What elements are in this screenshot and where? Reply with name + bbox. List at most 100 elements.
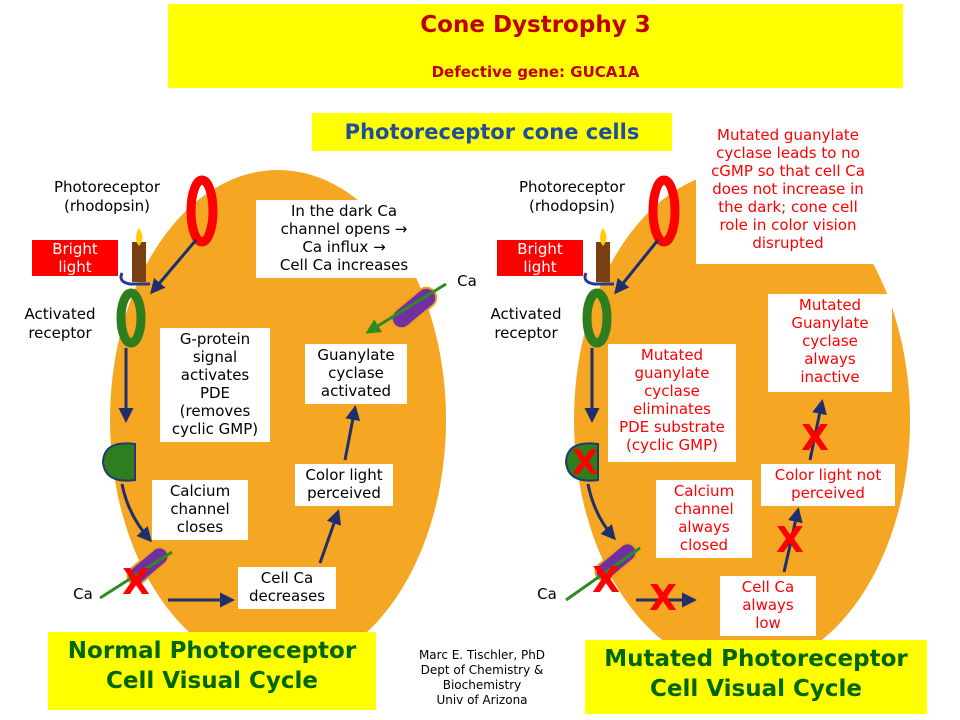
mutated-bright-light-label: Bright light bbox=[497, 240, 583, 276]
mutated-note-line: Mutated guanylate bbox=[717, 126, 859, 144]
cell-ca-decreases-line: decreases bbox=[248, 587, 326, 605]
cell-ca-low-line: always bbox=[742, 596, 794, 614]
rhodopsin-receptor-shape bbox=[186, 175, 218, 247]
g-protein-line: PDE bbox=[199, 384, 231, 402]
g-protein-line: cyclic GMP) bbox=[171, 420, 259, 438]
credit-line: Univ of Arizona bbox=[436, 693, 528, 707]
credit-line: Marc E. Tischler, PhD bbox=[418, 648, 546, 662]
guanylate-line: cyclase bbox=[328, 364, 384, 382]
color-not-line: Color light not bbox=[774, 466, 882, 484]
x-mark-ca-to-color: X bbox=[776, 520, 804, 561]
x-mark-channel: X bbox=[592, 560, 620, 601]
x-mark-gprotein: X bbox=[572, 443, 598, 483]
mutated-activated-receptor-line: receptor bbox=[494, 324, 558, 342]
calcium-channel-line: closes bbox=[176, 518, 224, 536]
bright-light-line: Bright bbox=[52, 240, 98, 258]
mutated-inactive-line: Mutated bbox=[798, 296, 862, 314]
calcium-closed-line: always bbox=[678, 518, 730, 536]
calcium-closed-line: closed bbox=[679, 536, 729, 554]
g-protein-line: activates bbox=[180, 366, 250, 384]
mutated-rhodopsin-receptor-shape bbox=[648, 175, 680, 247]
normal-cycle-footer: Normal Photoreceptor Cell Visual Cycle bbox=[48, 632, 376, 710]
mutated-photoreceptor-line: (rhodopsin) bbox=[528, 197, 615, 215]
ca-label-top: Ca bbox=[457, 272, 477, 290]
cell-ca-decreases-line: Cell Ca bbox=[260, 569, 314, 587]
guanylate-cyclase-box: Guanylate cyclase activated bbox=[305, 344, 407, 404]
dark-note-line: In the dark Ca bbox=[290, 202, 398, 220]
calcium-closed-line: channel bbox=[674, 500, 734, 518]
dark-note-line: channel opens → bbox=[280, 220, 408, 238]
credit-line: Biochemistry bbox=[442, 678, 522, 692]
mutated-footer-line: Cell Visual Cycle bbox=[650, 676, 862, 702]
page-subtitle: Defective gene: GUCA1A bbox=[431, 63, 640, 81]
mutated-eliminates-line: PDE substrate bbox=[619, 418, 725, 436]
cell-ca-low-line: low bbox=[755, 614, 781, 632]
mutated-eliminates-line: Mutated bbox=[640, 346, 704, 364]
x-mark-ca-flow: X bbox=[649, 578, 677, 619]
arrow-receptor-to-activated bbox=[150, 239, 198, 295]
mutated-note-line: cGMP so that cell Ca bbox=[711, 162, 865, 180]
section-title: Photoreceptor cone cells bbox=[312, 113, 672, 151]
mutated-activated-receptor-shape bbox=[582, 288, 612, 348]
mutated-ca-label-bottom: Ca bbox=[537, 585, 557, 603]
mutated-photoreceptor-label: Photoreceptor (rhodopsin) bbox=[497, 178, 647, 216]
photoreceptor-label-line: Photoreceptor bbox=[53, 178, 161, 196]
author-credit: Marc E. Tischler, PhD Dept of Chemistry … bbox=[402, 648, 562, 708]
calcium-channel-line: Calcium bbox=[169, 482, 231, 500]
bright-light-line: light bbox=[58, 258, 92, 276]
mutated-footer-line: Mutated Photoreceptor bbox=[604, 646, 908, 672]
normal-cell-body bbox=[110, 170, 446, 670]
activated-receptor-line: receptor bbox=[28, 324, 92, 342]
mutated-inactive-line: inactive bbox=[800, 368, 860, 386]
arrow-color-to-guanylate bbox=[343, 405, 361, 461]
credit-line: Dept of Chemistry & bbox=[420, 663, 544, 677]
color-light-line: perceived bbox=[307, 484, 381, 502]
activated-receptor-label: Activated receptor bbox=[10, 305, 110, 343]
mutated-inactive-line: cyclase bbox=[802, 332, 858, 350]
calcium-closed-line: Calcium bbox=[673, 482, 735, 500]
activated-receptor-shape bbox=[116, 288, 146, 348]
calcium-channel-line: channel bbox=[170, 500, 230, 518]
dark-note-line: Ca influx → bbox=[302, 238, 386, 256]
ca-influx-arrow bbox=[365, 282, 447, 334]
mutated-activated-receptor-label: Activated receptor bbox=[476, 305, 576, 343]
mutated-note-line: disrupted bbox=[752, 234, 824, 252]
mutated-note-line: does not increase in bbox=[712, 180, 864, 198]
dark-note-line: Cell Ca increases bbox=[279, 256, 409, 274]
g-protein-shape bbox=[101, 442, 136, 482]
guanylate-line: activated bbox=[320, 382, 392, 400]
mutated-arrow-gprotein-to-channel bbox=[586, 483, 616, 541]
mutated-eliminates-line: cyclase bbox=[644, 382, 700, 400]
color-not-line: perceived bbox=[791, 484, 865, 502]
mutated-inactive-line: always bbox=[804, 350, 856, 368]
g-protein-line: G-protein bbox=[179, 330, 251, 348]
bright-light-label: Bright light bbox=[32, 240, 118, 276]
g-protein-box: G-protein signal activates PDE (removes … bbox=[160, 328, 270, 442]
g-protein-line: signal bbox=[192, 348, 238, 366]
mutated-ca-channel-arrow bbox=[565, 546, 641, 602]
mutated-eliminates-line: eliminates bbox=[633, 400, 711, 418]
mutated-eliminates-line: guanylate bbox=[634, 364, 710, 382]
mutated-eliminates-box: Mutated guanylate cyclase eliminates PDE… bbox=[608, 344, 736, 462]
photoreceptor-label-line: (rhodopsin) bbox=[63, 197, 150, 215]
cell-ca-decreases-box: Cell Ca decreases bbox=[238, 567, 336, 609]
mutated-arrow-receptor-to-activated bbox=[614, 239, 660, 295]
mutated-bright-light-line: light bbox=[523, 258, 557, 276]
x-mark-color-to-cyclase: X bbox=[801, 418, 829, 459]
normal-footer-line: Cell Visual Cycle bbox=[106, 668, 318, 694]
mutated-arrow-color-to-inactive bbox=[808, 399, 827, 461]
mutated-note-line: the dark; cone cell bbox=[718, 198, 858, 216]
color-light-line: Color light bbox=[305, 466, 383, 484]
mutated-g-protein-shape bbox=[564, 442, 599, 482]
activated-receptor-line: Activated bbox=[24, 305, 96, 323]
mutated-photoreceptor-line: Photoreceptor bbox=[518, 178, 626, 196]
mutated-note-line: role in color vision bbox=[719, 216, 857, 234]
color-not-perceived-box: Color light not perceived bbox=[761, 464, 895, 506]
mutated-note-line: cyclase leads to no bbox=[716, 144, 860, 162]
cell-ca-low-line: Cell Ca bbox=[741, 578, 795, 596]
mutated-cycle-footer: Mutated Photoreceptor Cell Visual Cycle bbox=[585, 640, 927, 714]
color-light-box: Color light perceived bbox=[295, 464, 393, 506]
mutated-inactive-line: Guanylate bbox=[791, 314, 869, 332]
mutated-activated-receptor-line: Activated bbox=[490, 305, 562, 323]
calcium-closed-box: Calcium channel always closed bbox=[656, 480, 752, 558]
